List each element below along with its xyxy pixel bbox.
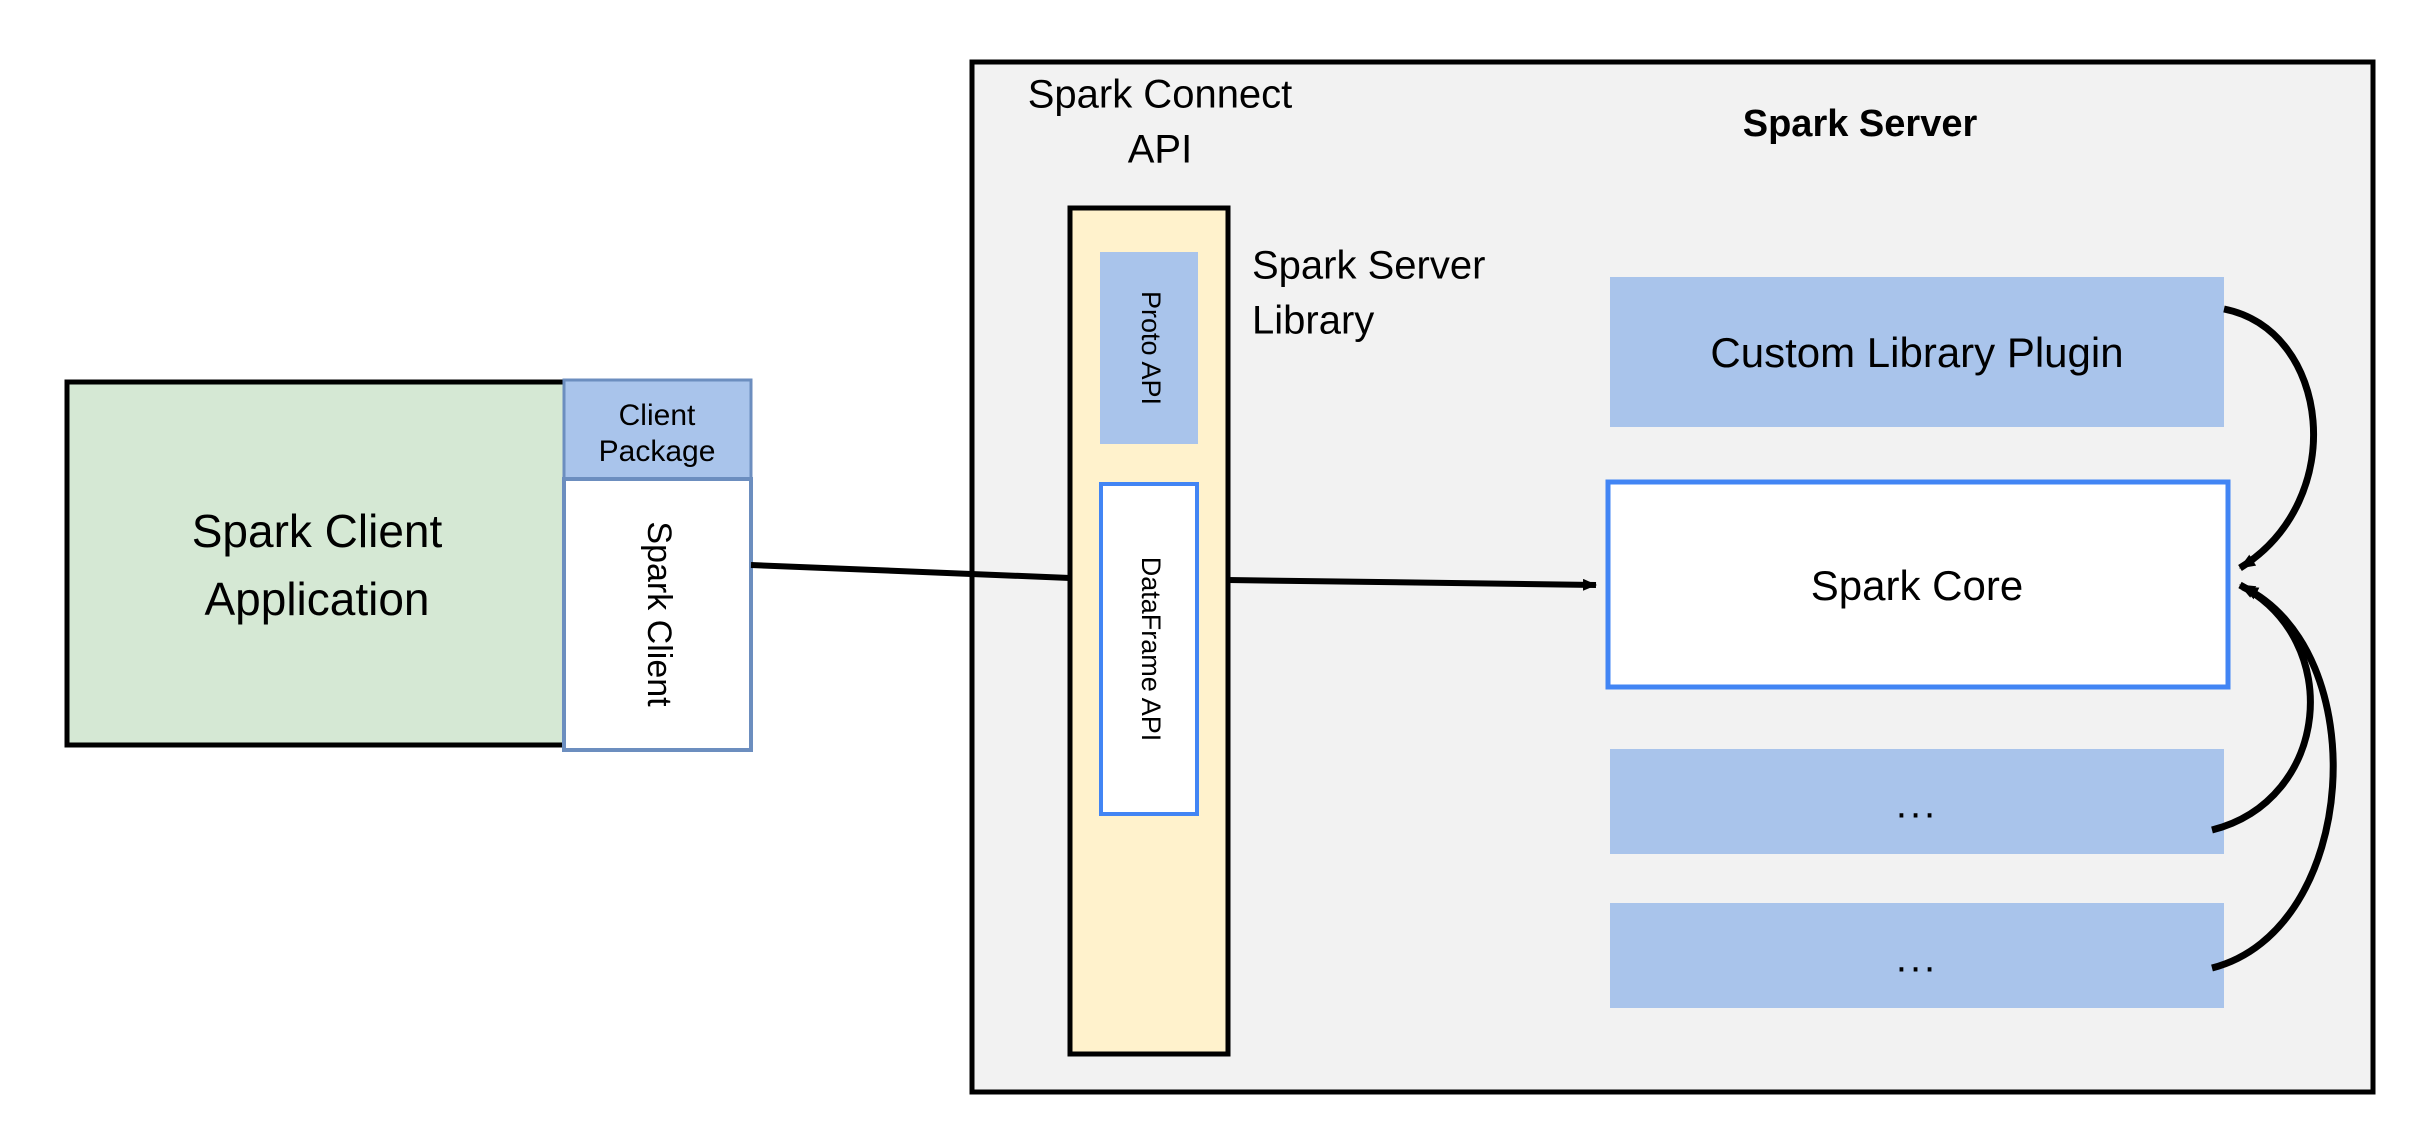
proto-api-box[interactable] bbox=[1100, 252, 1198, 444]
connector-module-placeholder-2-to-spark-core bbox=[2211, 583, 2337, 972]
spark-connect-api-label-line1: Spark Connect bbox=[1028, 73, 1293, 117]
module-placeholder-label-2: ... bbox=[1896, 937, 1938, 981]
module-placeholder-box-2[interactable] bbox=[1610, 903, 2224, 1008]
spark-client-label: Spark Client bbox=[640, 521, 678, 707]
spark-server-library-label-line2: Library bbox=[1252, 299, 1374, 343]
module-placeholder-box-1[interactable] bbox=[1610, 749, 2224, 854]
dataframe-api-label: DataFrame API bbox=[1136, 557, 1166, 742]
connector-client-to-api bbox=[750, 562, 1071, 581]
spark-server-title: Spark Server bbox=[1743, 103, 1978, 145]
spark-client-application-box[interactable] bbox=[64, 379, 570, 748]
client-package-label-line1: Client bbox=[619, 399, 696, 432]
connector-api-to-spark-core bbox=[1227, 577, 1597, 591]
client-package-box[interactable] bbox=[562, 378, 753, 481]
spark-server-library-label-line1: Spark Server bbox=[1252, 244, 1485, 288]
spark-client-application-label-line2: Application bbox=[204, 573, 429, 625]
module-placeholder-label-1: ... bbox=[1896, 783, 1938, 827]
custom-library-plugin-box[interactable] bbox=[1610, 277, 2224, 427]
dataframe-api-box[interactable] bbox=[1099, 482, 1199, 816]
connector-custom-library-plugin-to-spark-core bbox=[2223, 305, 2317, 571]
spark-core-box[interactable] bbox=[1605, 479, 2231, 690]
spark-connect-api-label-line2: API bbox=[1128, 128, 1192, 172]
client-package-label-line2: Package bbox=[599, 435, 716, 468]
spark-core-label: Spark Core bbox=[1811, 562, 2023, 609]
spark-client-application-label-line1: Spark Client bbox=[192, 505, 443, 557]
proto-api-label: Proto API bbox=[1136, 291, 1166, 405]
custom-library-plugin-label: Custom Library Plugin bbox=[1710, 329, 2123, 376]
spark-client-box[interactable] bbox=[562, 477, 753, 752]
